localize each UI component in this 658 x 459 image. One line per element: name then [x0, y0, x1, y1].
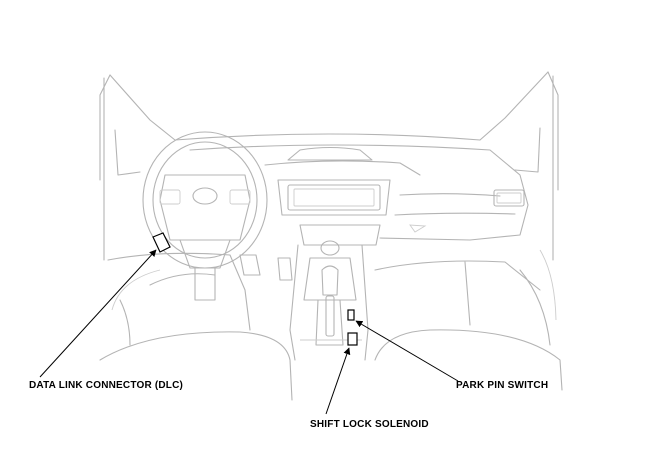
park-pin-switch	[347, 309, 355, 321]
dashboard	[189, 144, 529, 241]
shift-lock-leader-line	[325, 347, 351, 415]
center-stack	[277, 179, 391, 361]
dlc-leader-line	[39, 249, 157, 378]
steering-wheel	[142, 131, 268, 301]
dlc-connector	[152, 232, 171, 253]
shift-lock-solenoid	[347, 332, 358, 346]
dlc-label: DATA LINK CONNECTOR (DLC)	[29, 380, 184, 391]
pedals	[239, 254, 293, 281]
shift-lock-solenoid-label: SHIFT LOCK SOLENOID	[310, 419, 429, 430]
seats	[99, 249, 563, 401]
park-pin-leader-line	[355, 320, 459, 382]
park-pin-switch-label: PARK PIN SWITCH	[456, 380, 549, 391]
windshield-frame	[99, 71, 559, 261]
